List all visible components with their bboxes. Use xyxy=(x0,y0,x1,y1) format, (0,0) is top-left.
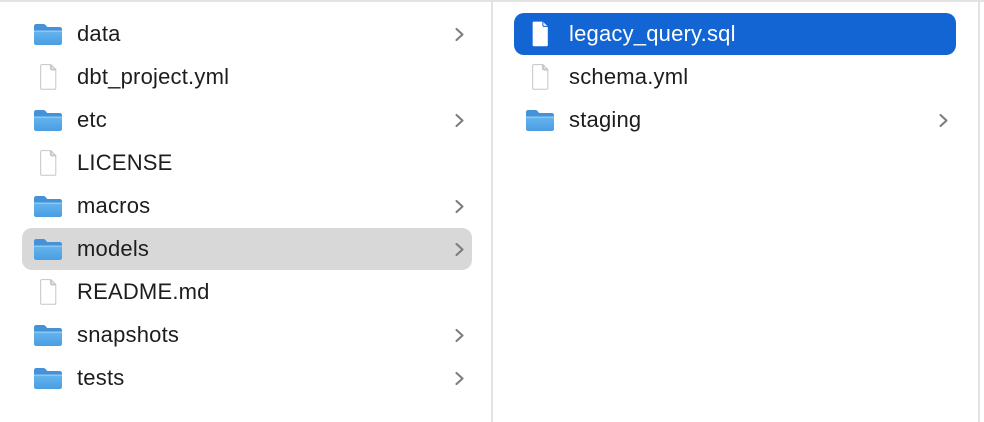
document-icon xyxy=(33,278,63,306)
file-row-models[interactable]: models xyxy=(22,228,472,270)
folder-icon xyxy=(33,235,63,263)
file-label: schema.yml xyxy=(569,64,689,89)
file-row-etc[interactable]: etc xyxy=(22,99,472,141)
file-row-legacy-query-sql[interactable]: legacy_query.sql xyxy=(514,13,956,55)
file-column-current: legacy_query.sql schema.yml staging xyxy=(493,2,978,422)
file-row-schema-yml[interactable]: schema.yml xyxy=(514,56,956,98)
file-label: legacy_query.sql xyxy=(569,21,736,46)
next-column-sliver xyxy=(980,2,984,422)
document-icon xyxy=(33,63,63,91)
file-column-parent: data dbt_project.yml etc LICENSE xyxy=(0,2,491,422)
file-row-readme-md[interactable]: README.md xyxy=(22,271,472,313)
file-label: dbt_project.yml xyxy=(77,64,230,89)
file-row-macros[interactable]: macros xyxy=(22,185,472,227)
file-label: macros xyxy=(77,193,151,218)
chevron-right-icon xyxy=(454,327,465,344)
folder-icon xyxy=(33,192,63,220)
file-row-data[interactable]: data xyxy=(22,13,472,55)
folder-icon xyxy=(33,364,63,392)
folder-icon xyxy=(33,106,63,134)
folder-icon xyxy=(33,321,63,349)
file-label: models xyxy=(77,236,150,261)
file-label: tests xyxy=(77,365,125,390)
file-label: LICENSE xyxy=(77,150,173,175)
chevron-right-icon xyxy=(454,112,465,129)
document-icon xyxy=(525,63,555,91)
file-label: README.md xyxy=(77,279,210,304)
file-row-snapshots[interactable]: snapshots xyxy=(22,314,472,356)
chevron-right-icon xyxy=(454,370,465,387)
file-label: snapshots xyxy=(77,322,180,347)
document-icon xyxy=(33,149,63,177)
column-resize-divider[interactable] xyxy=(491,2,493,422)
file-label: staging xyxy=(569,107,642,132)
file-label: data xyxy=(77,21,121,46)
document-icon xyxy=(525,20,555,48)
chevron-right-icon xyxy=(454,241,465,258)
folder-icon xyxy=(525,106,555,134)
file-row-staging[interactable]: staging xyxy=(514,99,956,141)
file-label: etc xyxy=(77,107,107,132)
folder-icon xyxy=(33,20,63,48)
chevron-right-icon xyxy=(454,198,465,215)
file-row-dbt-project-yml[interactable]: dbt_project.yml xyxy=(22,56,472,98)
chevron-right-icon xyxy=(938,112,949,129)
file-row-license[interactable]: LICENSE xyxy=(22,142,472,184)
column-resize-divider[interactable] xyxy=(978,2,980,422)
chevron-right-icon xyxy=(454,26,465,43)
file-row-tests[interactable]: tests xyxy=(22,357,472,399)
